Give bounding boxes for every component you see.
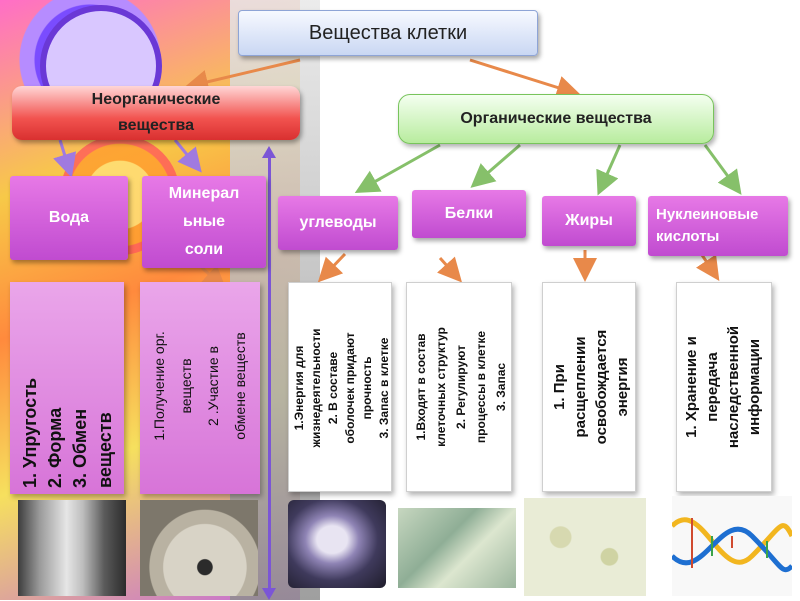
diagram-title: Вещества клетки bbox=[238, 10, 538, 56]
carbs-prop-6: 3. Запас в клетке bbox=[376, 285, 393, 491]
minerals-line1: Минерал bbox=[169, 180, 240, 208]
minerals-line2: ьные bbox=[169, 208, 240, 236]
water-properties-panel: 1. Упругость 2. Форма 3. Обмен веществ bbox=[10, 282, 124, 494]
arrow-organic-to-proteins bbox=[475, 145, 520, 184]
inorganic-line1: Неорганические bbox=[92, 87, 221, 113]
water-prop-4: веществ bbox=[93, 288, 118, 488]
nucleic-prop-4: информации bbox=[744, 287, 765, 487]
dna-helix-photo bbox=[672, 496, 792, 596]
minerals-line3: соли bbox=[169, 236, 240, 264]
arrow-carbs-to-props bbox=[322, 254, 345, 278]
nucleic-prop-2: передача bbox=[702, 287, 723, 487]
title-text: Вещества клетки bbox=[309, 22, 467, 45]
water-box: Вода bbox=[10, 176, 128, 260]
arrow-inorganic-to-minerals bbox=[175, 140, 198, 168]
dna-helix-icon bbox=[672, 496, 792, 596]
carbs-prop-2: жизнедеятельности bbox=[308, 285, 325, 491]
proteins-prop-5: 3. Запас bbox=[491, 285, 511, 489]
water-tube-photo bbox=[18, 500, 126, 596]
carbs-properties-panel: 1.Энергия для жизнедеятельности 2. В сос… bbox=[288, 282, 392, 492]
divider-arrow-up bbox=[262, 146, 276, 158]
proteins-properties-panel: 1.Входят в состав клеточных структур 2. … bbox=[406, 282, 512, 492]
arrow-proteins-to-props bbox=[440, 258, 458, 278]
carbohydrates-box: углеводы bbox=[278, 196, 398, 250]
water-label: Вода bbox=[49, 209, 89, 227]
proteins-prop-1: 1.Входят в состав bbox=[411, 285, 431, 489]
proteins-prop-2: клеточных структур bbox=[431, 285, 451, 489]
arrow-organic-to-carbs bbox=[360, 145, 440, 190]
vertical-divider bbox=[268, 152, 271, 592]
water-prop-2: 2. Форма bbox=[43, 288, 68, 488]
carbs-prop-5: прочность bbox=[359, 285, 376, 491]
nucleic-prop-3: наследственной bbox=[723, 287, 744, 487]
proteins-prop-4: процессы в клетке bbox=[471, 285, 491, 489]
carbs-label: углеводы bbox=[299, 214, 376, 232]
fats-prop-3: освобождается bbox=[591, 287, 612, 487]
carbs-prop-3: 2. В составе bbox=[325, 285, 342, 491]
nucleic-properties-panel: 1. Хранение и передача наследственной ин… bbox=[676, 282, 772, 492]
nucleic-line1: Нуклеиновые bbox=[656, 204, 758, 226]
proteins-box: Белки bbox=[412, 190, 526, 238]
fats-box: Жиры bbox=[542, 196, 636, 246]
minerals-properties-panel: 1.Получение орг. веществ 2 .Участие в об… bbox=[140, 282, 260, 494]
fats-photo bbox=[524, 498, 646, 596]
carbs-prop-1: 1.Энергия для bbox=[291, 285, 308, 491]
fats-properties-panel: 1. При расщеплении освобождается энергия bbox=[542, 282, 636, 492]
arrow-title-to-organic bbox=[470, 60, 575, 93]
minerals-prop-2: веществ bbox=[173, 286, 200, 486]
water-prop-3: 3. Обмен bbox=[68, 288, 93, 488]
minerals-prop-1: 1.Получение орг. bbox=[146, 286, 173, 486]
inorganic-substances-box: Неорганические вещества bbox=[12, 86, 300, 140]
mineral-dish-photo bbox=[140, 500, 258, 596]
organic-substances-box: Органические вещества bbox=[398, 94, 714, 144]
fats-label: Жиры bbox=[565, 212, 613, 230]
nucleic-line2: кислоты bbox=[656, 226, 758, 248]
fats-prop-4: энергия bbox=[612, 287, 633, 487]
minerals-prop-4: обмене веществ bbox=[227, 286, 254, 486]
arrow-organic-to-nucleic bbox=[705, 145, 738, 190]
divider-arrow-down bbox=[262, 588, 276, 600]
inorganic-line2: вещества bbox=[92, 113, 221, 139]
carbs-photo bbox=[288, 500, 386, 588]
organic-label: Органические вещества bbox=[460, 110, 651, 128]
proteins-prop-3: 2. Регулируют bbox=[451, 285, 471, 489]
proteins-label: Белки bbox=[445, 205, 493, 223]
proteins-photo bbox=[398, 508, 516, 588]
nucleic-prop-1: 1. Хранение и bbox=[681, 287, 702, 487]
water-prop-1: 1. Упругость bbox=[18, 288, 43, 488]
arrow-inorganic-to-water bbox=[60, 140, 70, 172]
fats-prop-1: 1. При bbox=[549, 287, 570, 487]
mineral-salts-box: Минерал ьные соли bbox=[142, 176, 266, 268]
minerals-prop-3: 2 .Участие в bbox=[200, 286, 227, 486]
fats-prop-2: расщеплении bbox=[570, 287, 591, 487]
arrow-organic-to-fats bbox=[600, 145, 620, 190]
arrow-title-to-inorganic bbox=[190, 60, 300, 86]
carbs-prop-4: оболочек придают bbox=[342, 285, 359, 491]
nucleic-acids-box: Нуклеиновые кислоты bbox=[648, 196, 788, 256]
